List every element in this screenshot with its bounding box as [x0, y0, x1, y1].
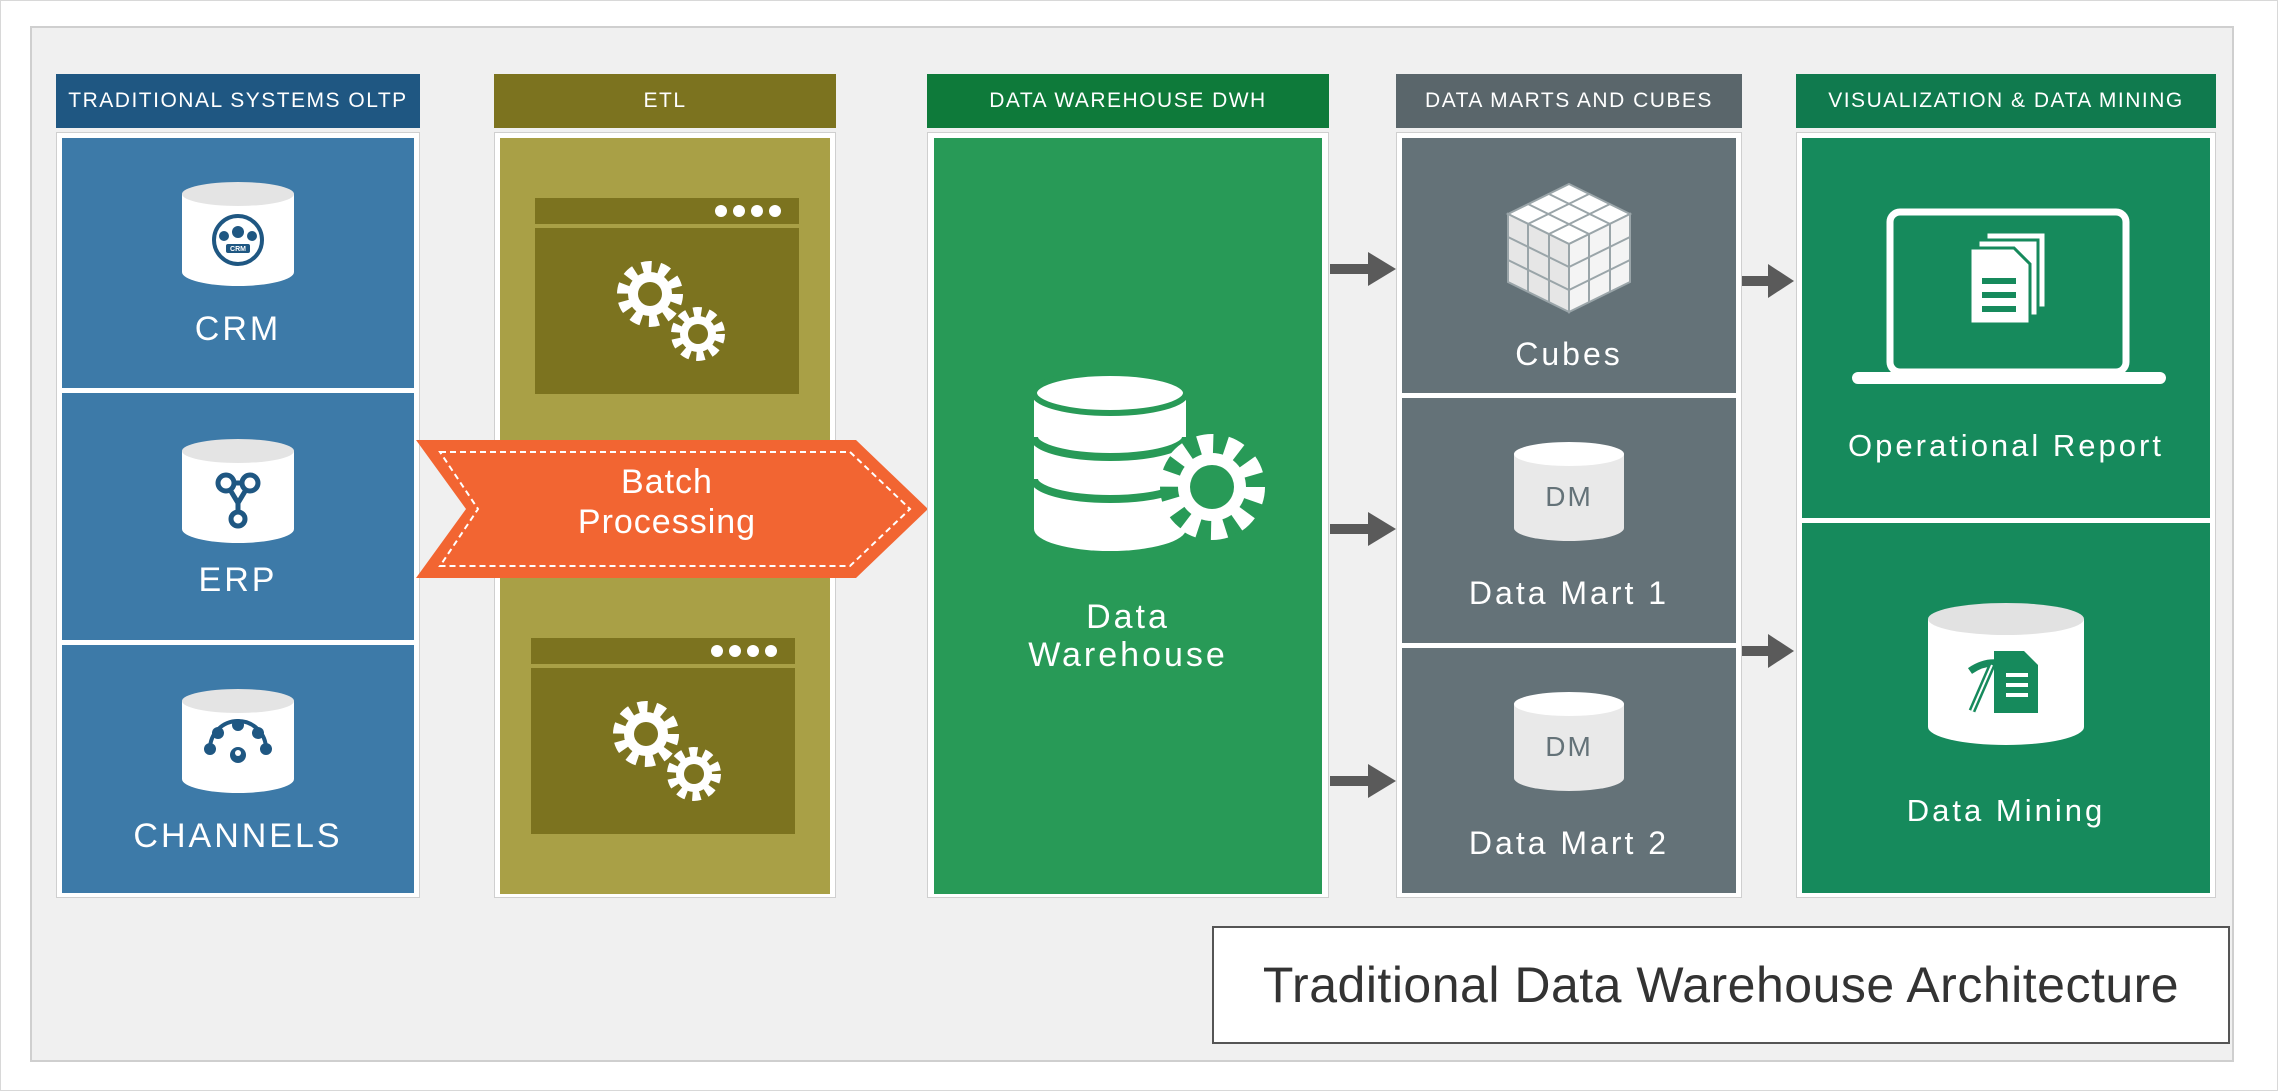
- svg-text:CRM: CRM: [230, 246, 246, 253]
- label-data-mart-1: Data Mart 1: [1468, 575, 1670, 611]
- etl-process-window-bottom: [531, 638, 795, 834]
- gear-icon: [617, 261, 683, 327]
- batch-processing-label: Batch Processing: [520, 462, 814, 542]
- label-dwh-line1: Data: [1086, 598, 1170, 636]
- batch-processing-arrow: [416, 440, 928, 578]
- diagram-title: Traditional Data Warehouse Architecture: [1212, 926, 2230, 1044]
- column-dwh: Data Warehouse: [927, 132, 1329, 898]
- label-cubes: Cubes: [1515, 336, 1623, 372]
- label-dwh-line2: Warehouse: [1028, 636, 1228, 674]
- label-crm: CRM: [194, 310, 282, 348]
- svg-text:DM: DM: [1545, 731, 1593, 762]
- data-mining-database-icon: [1928, 603, 2084, 745]
- panel-erp: ERP: [62, 393, 414, 640]
- panel-data-mart-1: DM Data Mart 1: [1402, 398, 1736, 643]
- gear-icon: [1159, 434, 1265, 540]
- header-viz: VISUALIZATION & DATA MINING: [1796, 74, 2216, 128]
- column-marts: Cubes DM Data Mart 1 DM Data Mart 2: [1396, 132, 1742, 898]
- header-dwh: DATA WAREHOUSE DWH: [927, 74, 1329, 128]
- data-warehouse-icon: [1034, 371, 1265, 551]
- channels-database-icon: [182, 689, 294, 793]
- panel-data-mining: Data Mining: [1802, 523, 2210, 893]
- panel-operational-report: Operational Report: [1802, 138, 2210, 518]
- svg-text:DM: DM: [1545, 481, 1593, 512]
- data-mart-1-database-icon: DM: [1514, 442, 1624, 541]
- header-etl: ETL: [494, 74, 836, 128]
- gear-icon: [613, 701, 679, 767]
- cube-icon: [1505, 182, 1633, 314]
- column-viz: Operational Report Data Mining: [1796, 132, 2216, 898]
- crm-database-icon: CRM: [182, 182, 294, 286]
- header-marts: DATA MARTS AND CUBES: [1396, 74, 1742, 128]
- batch-line-1: Batch: [621, 463, 713, 501]
- panel-crm: CRM CRM: [62, 138, 414, 388]
- data-mart-2-database-icon: DM: [1514, 692, 1624, 791]
- arrow-marts-to-mining: [1742, 634, 1794, 668]
- arrow-dwh-to-mart2: [1330, 764, 1396, 798]
- label-data-mart-2: Data Mart 2: [1468, 825, 1670, 861]
- label-data-mining: Data Mining: [1906, 793, 2106, 828]
- panel-dwh: Data Warehouse: [934, 138, 1322, 894]
- laptop-report-icon: [1852, 208, 2166, 384]
- label-operational-report: Operational Report: [1848, 428, 2164, 463]
- label-channels: CHANNELS: [133, 817, 343, 855]
- gear-icon: [671, 307, 725, 361]
- header-oltp: TRADITIONAL SYSTEMS OLTP: [56, 74, 420, 128]
- panel-channels: CHANNELS: [62, 645, 414, 893]
- batch-line-2: Processing: [577, 503, 757, 541]
- erp-database-icon: [182, 439, 294, 543]
- label-erp: ERP: [198, 561, 278, 599]
- arrow-dwh-to-cubes: [1330, 252, 1396, 286]
- column-oltp: CRM CRM ERP CHANNE: [56, 132, 420, 898]
- panel-cubes: Cubes: [1402, 138, 1736, 393]
- gear-icon: [667, 747, 721, 801]
- panel-data-mart-2: DM Data Mart 2: [1402, 648, 1736, 893]
- arrow-marts-to-report: [1742, 264, 1794, 298]
- etl-process-window-top: [535, 198, 799, 394]
- arrow-dwh-to-mart1: [1330, 512, 1396, 546]
